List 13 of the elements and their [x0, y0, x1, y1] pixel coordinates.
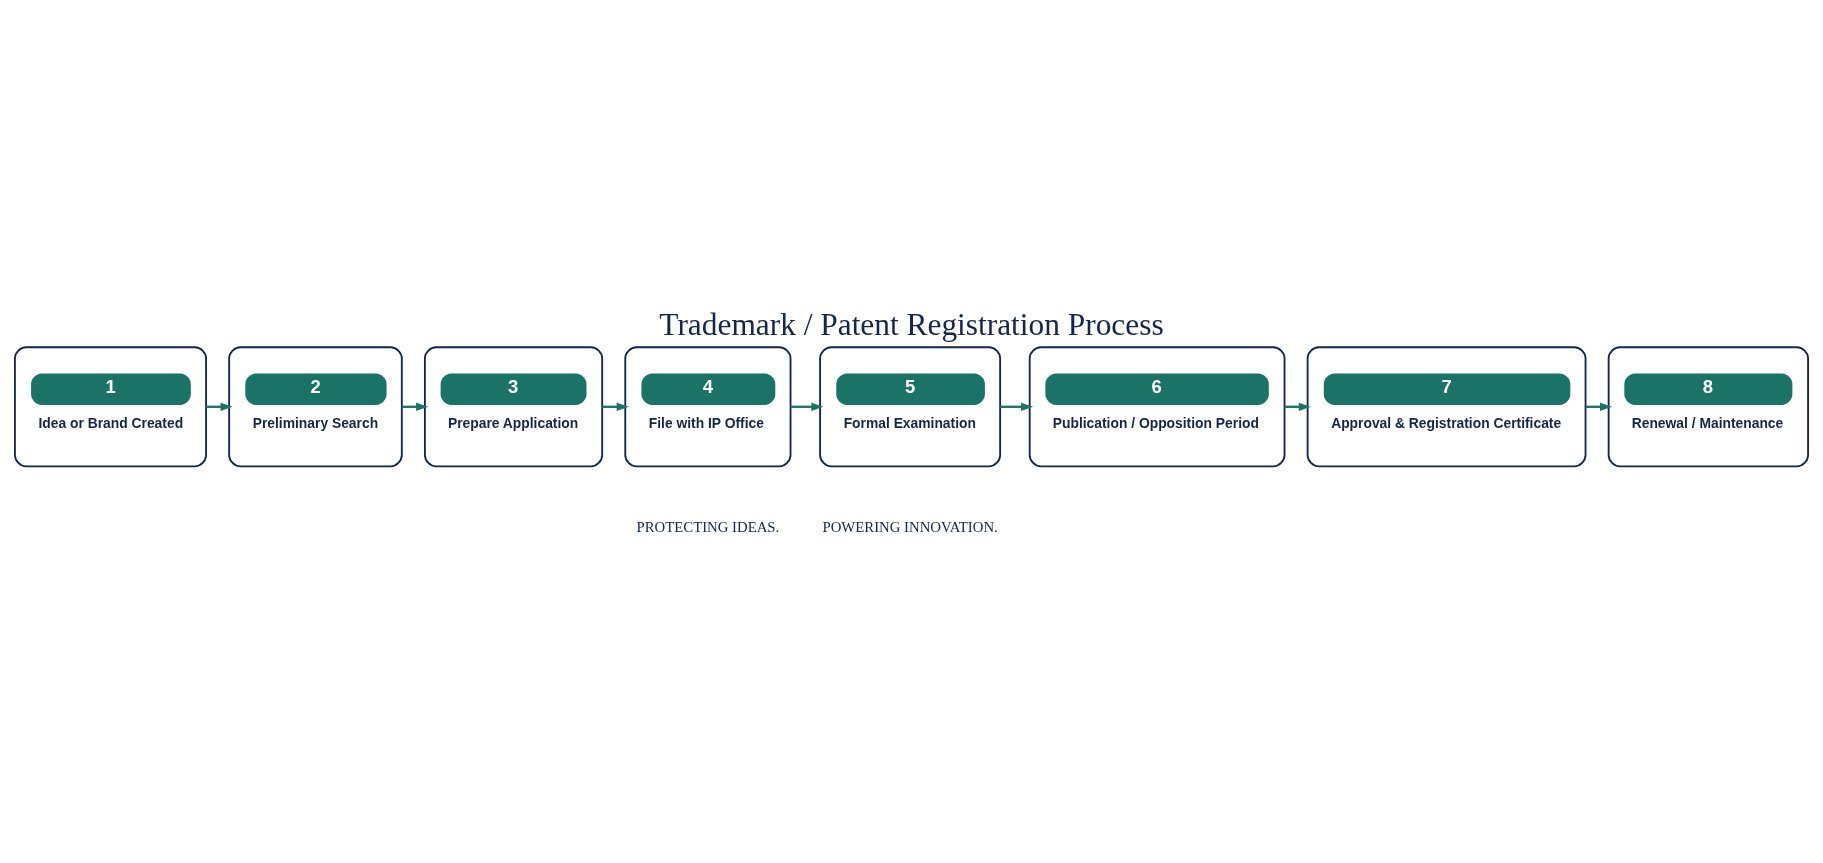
node-box: 7 Approval & Registration Certificate [1306, 346, 1587, 468]
node-box: 2 Preliminary Search [228, 346, 403, 468]
node-box: 3 Prepare Application [423, 346, 604, 468]
node-box: 1 Idea or Brand Created [14, 346, 207, 468]
diagram-title: Trademark / Patent Registration Process [659, 306, 1164, 342]
node-box: 8 Renewal / Maintenance [1607, 346, 1809, 468]
arrow [1000, 402, 1034, 411]
node-box: 5 Formal Examination [819, 346, 1002, 468]
label: POWERING INNOVATION. [822, 519, 998, 536]
arrow [790, 402, 824, 411]
node-box: 6 Publication / Opposition Period [1028, 346, 1286, 468]
node-box: 4 File with IP Office [624, 346, 792, 468]
label: PROTECTING IDEAS. [636, 519, 780, 536]
